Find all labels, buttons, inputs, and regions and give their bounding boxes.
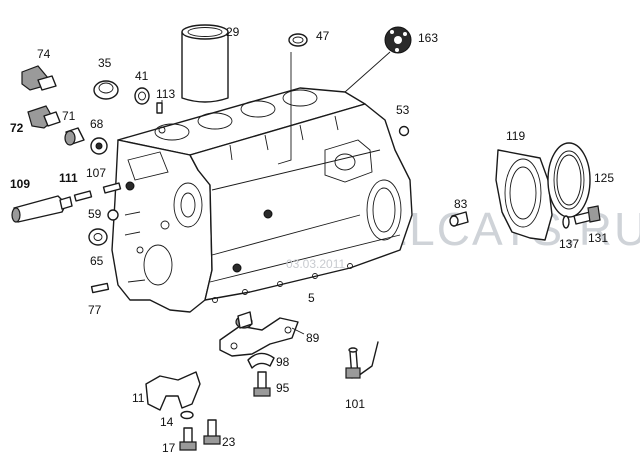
leader-lines <box>161 51 391 335</box>
callout-35: 35 <box>98 56 112 70</box>
callout-23: 23 <box>222 435 236 449</box>
callout-14: 14 <box>160 415 174 429</box>
pin-113-part[interactable] <box>156 102 163 114</box>
ring-53-part[interactable] <box>398 125 410 137</box>
callout-137: 137 <box>559 237 579 251</box>
callout-5: 5 <box>308 291 315 305</box>
pin-77-part[interactable] <box>90 282 110 294</box>
callout-59: 59 <box>88 207 102 221</box>
callout-labels: 74 35 41 29 47 163 113 72 71 68 53 119 1… <box>10 25 614 455</box>
washer-137-part[interactable] <box>562 215 570 229</box>
callout-163: 163 <box>418 31 438 45</box>
sleeve-83-part[interactable] <box>449 211 469 227</box>
plug-71-part[interactable] <box>64 127 85 146</box>
callout-41: 41 <box>135 69 149 83</box>
washer-14-part[interactable] <box>180 410 194 420</box>
callout-113: 113 <box>156 87 175 101</box>
callout-101: 101 <box>345 397 365 411</box>
plug-65-part[interactable] <box>88 228 108 246</box>
switch-72-part[interactable] <box>27 105 61 129</box>
cylinder-liner-part[interactable] <box>181 24 229 103</box>
ring-41-part[interactable] <box>134 87 150 105</box>
callout-11: 11 <box>132 391 145 405</box>
cover-plate-163-part[interactable] <box>384 26 412 54</box>
callout-17: 17 <box>162 441 176 455</box>
callout-95: 95 <box>276 381 290 395</box>
pipe-101-part[interactable] <box>345 341 379 379</box>
clip-98-part[interactable] <box>247 352 275 369</box>
shaft-109-part[interactable] <box>11 195 73 223</box>
callout-119: 119 <box>506 129 525 143</box>
pin-107-part[interactable] <box>102 182 122 194</box>
callout-74: 74 <box>37 47 51 61</box>
callout-109: 109 <box>10 177 30 191</box>
sensor-74-part[interactable] <box>21 65 57 91</box>
plug-35-part[interactable] <box>93 80 119 100</box>
seal-carrier-119-part[interactable] <box>495 149 553 241</box>
pin-111-part[interactable] <box>73 190 93 202</box>
watermark-date: 03.03.2011 <box>286 257 345 271</box>
callout-83: 83 <box>454 197 468 211</box>
callout-47: 47 <box>316 29 330 43</box>
bearing-cap-11-part[interactable] <box>145 371 201 411</box>
callout-68: 68 <box>90 117 104 131</box>
bolt-23-part[interactable] <box>203 419 221 445</box>
callout-98: 98 <box>276 355 290 369</box>
callout-53: 53 <box>396 103 410 117</box>
seal-ring-47-part[interactable] <box>288 33 308 47</box>
callout-89: 89 <box>306 331 320 345</box>
callout-71: 71 <box>62 109 76 123</box>
callout-72: 72 <box>10 121 24 135</box>
bolt-17-part[interactable] <box>179 427 197 451</box>
bolt-131-part[interactable] <box>573 205 601 225</box>
seal-ring-125-part[interactable] <box>547 142 591 218</box>
callout-111: 111 <box>59 171 78 185</box>
callout-65: 65 <box>90 254 104 268</box>
callout-125: 125 <box>594 171 614 185</box>
ring-68-part[interactable] <box>90 137 108 155</box>
ring-59-part[interactable] <box>107 209 119 221</box>
engine-block[interactable] <box>111 87 413 313</box>
callout-29: 29 <box>226 25 240 39</box>
bolt-95-part[interactable] <box>253 371 271 397</box>
callout-77: 77 <box>88 303 102 317</box>
callout-107: 107 <box>86 166 106 180</box>
bracket-89-part[interactable] <box>219 311 299 357</box>
callout-131: 131 <box>588 231 608 245</box>
